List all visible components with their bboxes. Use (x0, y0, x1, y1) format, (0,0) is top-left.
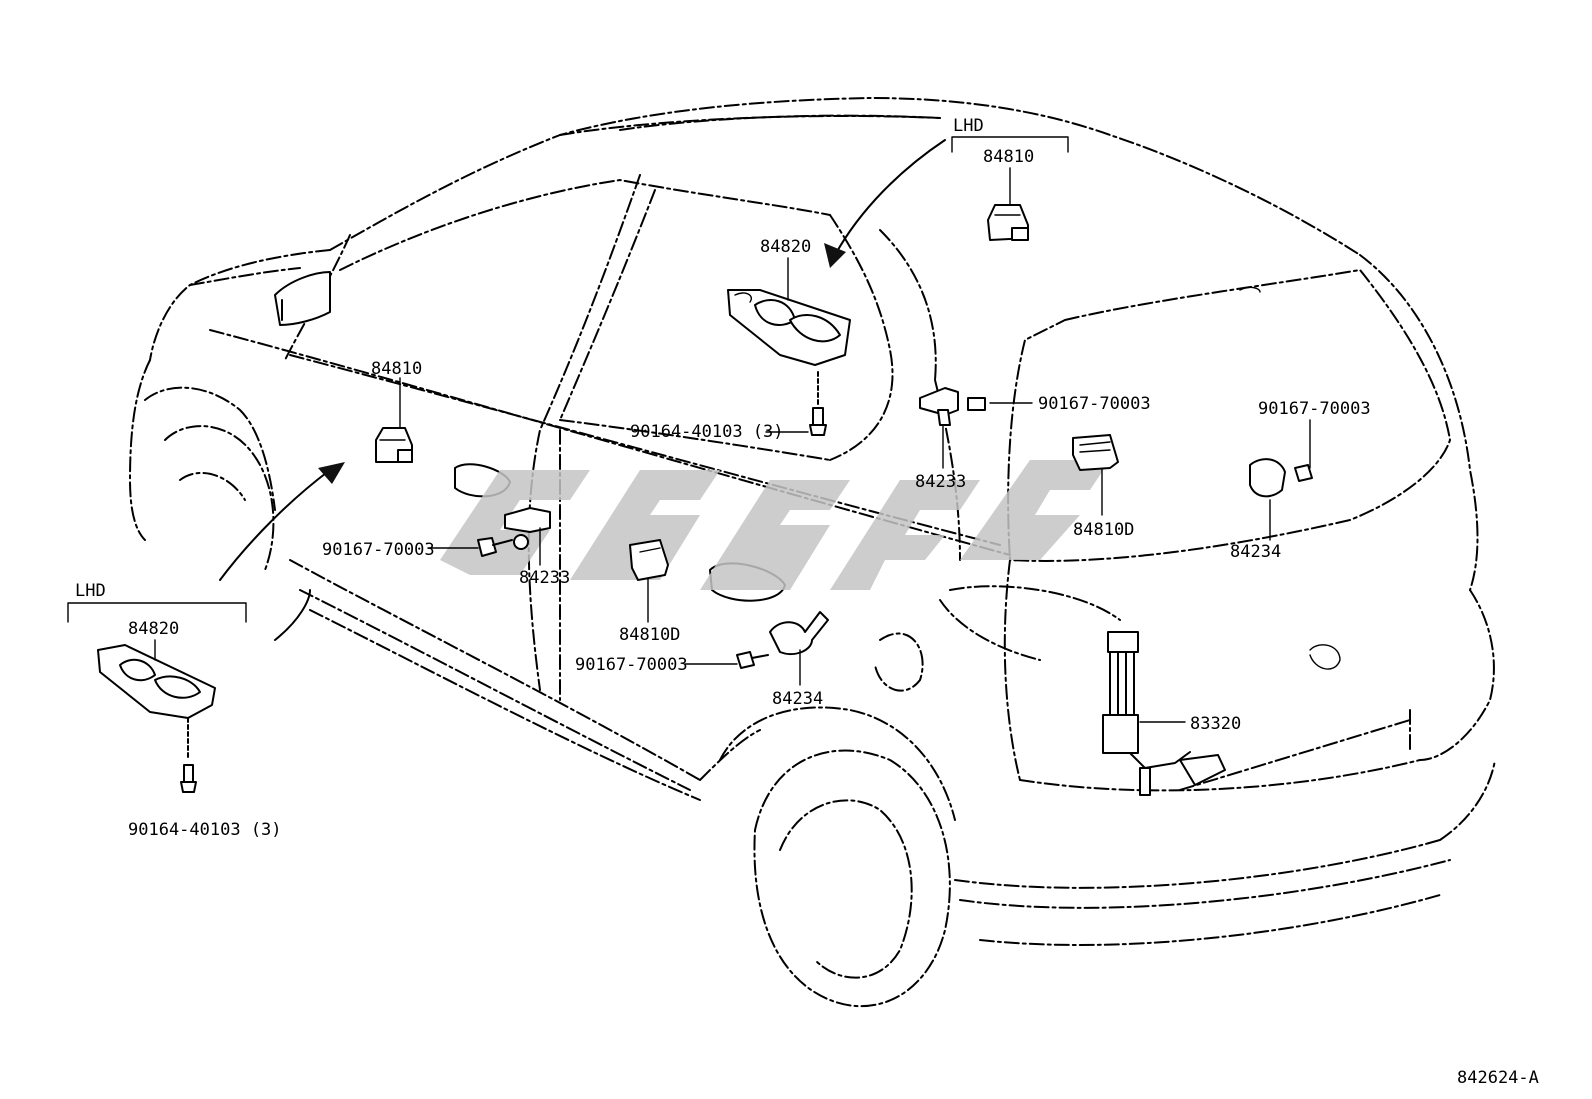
part-84820-top (727, 289, 851, 366)
label-90164-right: 90164-40103 (3) (630, 422, 784, 442)
label-84810D-b: 84810D (619, 625, 680, 645)
figure-code: 842624-A (1457, 1068, 1539, 1088)
part-labels: LHD 84810 84820 84810 90164-40103 (3) 90… (75, 116, 1539, 1088)
part-90164-bolt-right (809, 371, 827, 436)
part-84234-right (1249, 458, 1313, 498)
label-90164-left: 90164-40103 (3) (128, 820, 282, 840)
label-84234-b: 84234 (772, 689, 823, 709)
label-84233-b: 84233 (519, 568, 570, 588)
part-84810-left (375, 427, 413, 463)
part-83320 (1102, 631, 1226, 796)
label-84810-top: 84810 (983, 147, 1034, 167)
label-84233-a: 84233 (915, 472, 966, 492)
leader-lines (67, 136, 1311, 723)
label-84810-left: 84810 (371, 359, 422, 379)
part-84234-left (769, 611, 829, 656)
part-84820-left (97, 644, 216, 719)
label-84810D-a: 84810D (1073, 520, 1134, 540)
side-mirror (274, 271, 331, 326)
watermark-logo (440, 460, 1110, 590)
label-84820-top: 84820 (760, 237, 811, 257)
label-lhd-top: LHD (953, 116, 984, 136)
label-90167-b: 90167-70003 (1258, 399, 1371, 419)
label-83320: 83320 (1190, 714, 1241, 734)
part-84810-top (987, 204, 1029, 241)
label-90167-a: 90167-70003 (1038, 394, 1151, 414)
part-84810D-right (1072, 434, 1119, 471)
part-84233-left (504, 507, 551, 550)
part-84233-right (919, 387, 986, 426)
arrow-left (219, 469, 331, 581)
label-84234-a: 84234 (1230, 542, 1281, 562)
label-90167-c: 90167-70003 (322, 540, 435, 560)
part-90167-bolt-left (477, 537, 513, 557)
arrow-top (834, 139, 946, 256)
label-84820-left: 84820 (128, 619, 179, 639)
part-90167-bolt-lower (736, 651, 769, 669)
label-lhd-left: LHD (75, 581, 106, 601)
label-90167-d: 90167-70003 (575, 655, 688, 675)
callout-arrows (219, 139, 946, 641)
part-90164-bolt-left (180, 717, 197, 793)
part-84810D-left (629, 539, 669, 581)
